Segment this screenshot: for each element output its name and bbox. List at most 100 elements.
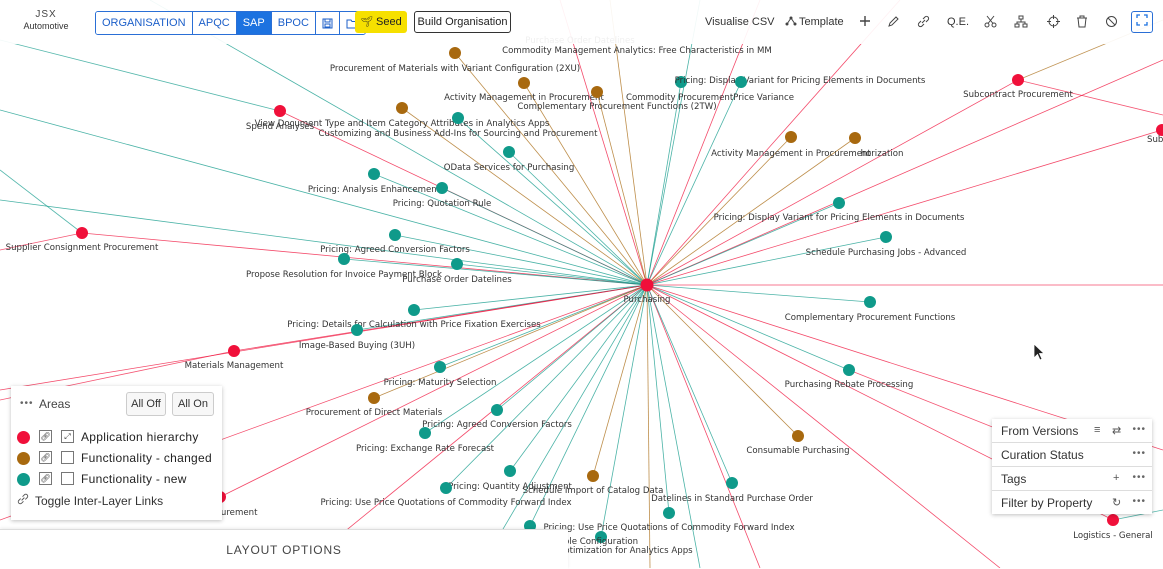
- template-icon[interactable]: [783, 13, 799, 29]
- graph-node[interactable]: [595, 531, 607, 543]
- graph-node[interactable]: [833, 197, 845, 209]
- all-on-button[interactable]: All On: [172, 392, 214, 416]
- graph-node[interactable]: [735, 76, 747, 88]
- all-off-button[interactable]: All Off: [126, 392, 166, 416]
- graph-node[interactable]: [368, 392, 380, 404]
- graph-node[interactable]: [792, 430, 804, 442]
- tab-organisation[interactable]: ORGANISATION: [96, 12, 193, 34]
- area-row-functionality-new[interactable]: 🔗︎ Functionality - new: [17, 470, 217, 488]
- graph-node[interactable]: [436, 182, 448, 194]
- save-icon[interactable]: [315, 12, 340, 34]
- add-icon[interactable]: [857, 13, 873, 29]
- more-options-icon[interactable]: •••: [1132, 448, 1146, 459]
- link-icon[interactable]: 🔗︎: [39, 472, 52, 485]
- toggle-label: Toggle Inter-Layer Links: [35, 494, 164, 508]
- more-options-icon[interactable]: •••: [1132, 424, 1146, 435]
- scissors-icon[interactable]: [982, 13, 998, 29]
- ban-icon[interactable]: [1103, 13, 1119, 29]
- filter-by-property-row[interactable]: Filter by Property ↻ •••: [992, 491, 1152, 514]
- filter-label: From Versions: [1001, 424, 1079, 438]
- area-row-functionality-changed[interactable]: 🔗︎ Functionality - changed: [17, 449, 217, 467]
- graph-center-node[interactable]: [640, 278, 654, 292]
- curation-status-row[interactable]: Curation Status •••: [992, 443, 1152, 467]
- expand-arrows-icon[interactable]: ⤢: [61, 430, 74, 443]
- link-icon[interactable]: [915, 13, 931, 29]
- graph-node[interactable]: [1107, 514, 1119, 526]
- graph-edge: [592, 284, 648, 477]
- edit-pencil-icon[interactable]: [885, 13, 901, 29]
- graph-node[interactable]: [451, 258, 463, 270]
- template-button[interactable]: Template: [799, 16, 844, 28]
- graph-node[interactable]: [368, 168, 380, 180]
- checkbox[interactable]: [61, 472, 74, 485]
- toggle-inter-layer-links[interactable]: Toggle Inter-Layer Links: [17, 493, 163, 508]
- graph-node-label: Propose Resolution for Invoice Payment B…: [246, 270, 442, 280]
- more-options-icon[interactable]: •••: [1132, 496, 1146, 507]
- graph-node[interactable]: [449, 47, 461, 59]
- graph-nodes[interactable]: Purchase Order DatelinesCommodity Manage…: [6, 36, 1163, 556]
- graph-node[interactable]: [228, 345, 240, 357]
- from-versions-row[interactable]: From Versions ≡ ⇄ •••: [992, 419, 1152, 443]
- graph-node[interactable]: [452, 112, 464, 124]
- graph-node[interactable]: [785, 131, 797, 143]
- new-color-dot[interactable]: [17, 473, 30, 486]
- graph-node[interactable]: [726, 477, 738, 489]
- refresh-icon[interactable]: ↻: [1112, 497, 1122, 509]
- graph-node[interactable]: [675, 76, 687, 88]
- graph-node[interactable]: [408, 304, 420, 316]
- graph-node[interactable]: [351, 324, 363, 336]
- tags-row[interactable]: Tags + •••: [992, 467, 1152, 491]
- add-tag-icon[interactable]: +: [1113, 472, 1120, 484]
- graph-node[interactable]: [491, 404, 503, 416]
- crosshair-icon[interactable]: [1045, 13, 1061, 29]
- graph-node[interactable]: [591, 86, 603, 98]
- graph-node[interactable]: [434, 361, 446, 373]
- graph-node[interactable]: [76, 227, 88, 239]
- graph-node[interactable]: [503, 146, 515, 158]
- more-options-icon[interactable]: •••: [1132, 472, 1146, 483]
- graph-edge: [646, 284, 761, 568]
- more-options-icon[interactable]: •••: [20, 398, 34, 409]
- graph-node[interactable]: [504, 465, 516, 477]
- visualise-csv-button[interactable]: Visualise CSV: [705, 16, 775, 28]
- tab-sap[interactable]: SAP: [236, 12, 272, 34]
- seedling-icon: 🌱︎: [360, 16, 373, 28]
- graph-node[interactable]: [396, 102, 408, 114]
- fullscreen-toggle-button[interactable]: [1131, 11, 1153, 33]
- graph-node[interactable]: [1012, 74, 1024, 86]
- graph-node[interactable]: [338, 253, 350, 265]
- graph-node[interactable]: [843, 364, 855, 376]
- checkbox[interactable]: [61, 451, 74, 464]
- layers-icon[interactable]: ≡: [1094, 424, 1101, 436]
- graph-node[interactable]: [864, 296, 876, 308]
- tab-apqc[interactable]: APQC: [192, 12, 237, 34]
- graph-node[interactable]: [587, 470, 599, 482]
- tab-bpoc[interactable]: BPOC: [271, 12, 316, 34]
- application-color-dot[interactable]: [17, 431, 30, 444]
- graph-edge: [646, 137, 856, 286]
- changed-color-dot[interactable]: [17, 452, 30, 465]
- link-icon[interactable]: 🔗︎: [39, 430, 52, 443]
- graph-node[interactable]: [880, 231, 892, 243]
- graph-node[interactable]: [849, 132, 861, 144]
- hierarchy-icon[interactable]: [1013, 13, 1029, 29]
- qe-button[interactable]: Q.E.: [947, 16, 970, 28]
- seed-button[interactable]: 🌱︎ Seed: [355, 11, 407, 33]
- graph-node[interactable]: [419, 427, 431, 439]
- link-icon[interactable]: 🔗︎: [39, 451, 52, 464]
- build-organisation-button[interactable]: Build Organisation: [414, 11, 511, 33]
- graph-node[interactable]: [440, 482, 452, 494]
- graph-node-label: Subcontract Procurement: [963, 90, 1073, 100]
- graph-node[interactable]: [389, 229, 401, 241]
- graph-node[interactable]: [1156, 124, 1163, 136]
- layers-swap-icon[interactable]: ⇄: [1112, 425, 1122, 437]
- graph-node[interactable]: [663, 507, 675, 519]
- graph-node[interactable]: [274, 105, 286, 117]
- area-row-application-hierarchy[interactable]: 🔗︎ ⤢ Application hierarchy: [17, 428, 217, 446]
- graph-node[interactable]: [518, 77, 530, 89]
- logo-mark: JSX: [35, 9, 57, 20]
- layout-options-bar[interactable]: LAYOUT OPTIONS: [0, 529, 568, 569]
- trash-icon[interactable]: [1074, 13, 1090, 29]
